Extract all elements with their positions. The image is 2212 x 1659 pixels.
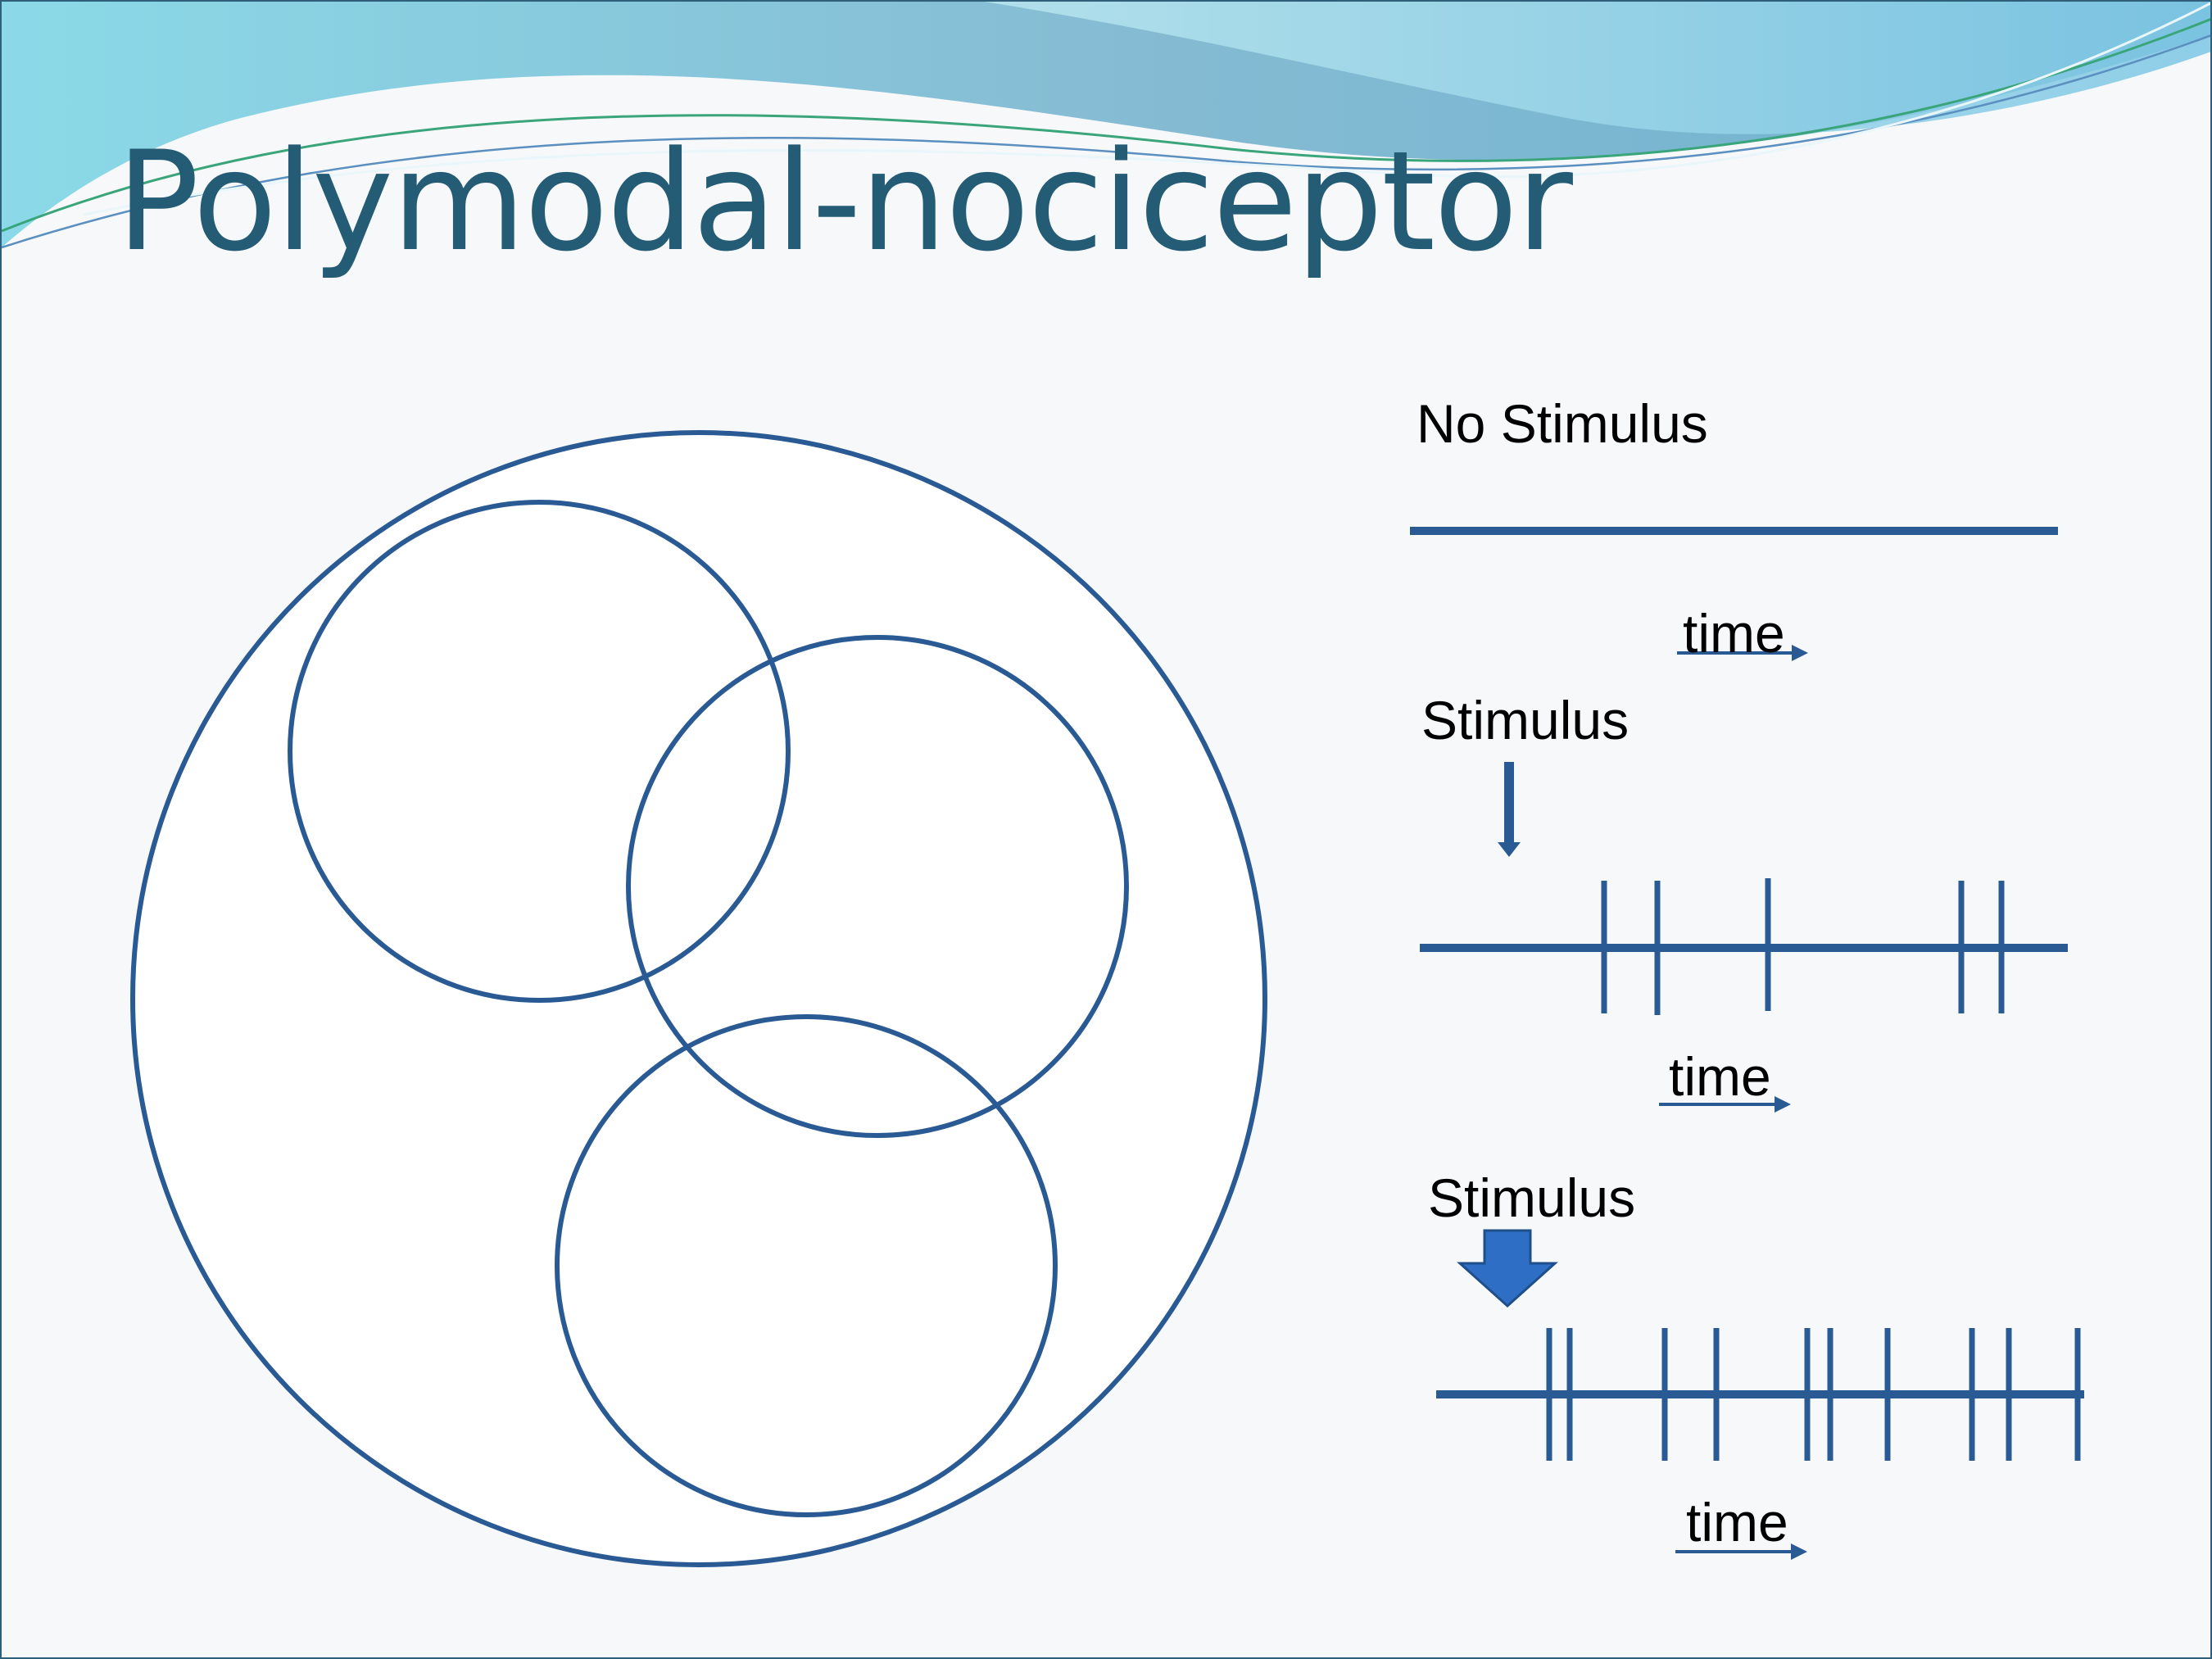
receptive-field-circle-1	[288, 500, 791, 1003]
panel-1-time-label: time	[1683, 603, 1785, 664]
slide-title: Polymodal-nociceptor	[116, 121, 1573, 282]
receptive-field-circle-3	[555, 1014, 1058, 1517]
receptive-field-circle-2	[626, 635, 1129, 1138]
header-wave-decoration	[2, 2, 2210, 249]
time-arrowhead-1	[1792, 645, 1808, 661]
panel-2-label: Stimulus	[1421, 690, 1630, 750]
stimulus-arrow-head	[1498, 842, 1521, 857]
time-arrowhead-2	[1775, 1096, 1791, 1113]
time-arrowhead-3	[1791, 1543, 1807, 1560]
panel-3-label: Stimulus	[1428, 1167, 1636, 1228]
block-arrow-down-icon	[1457, 1229, 1558, 1308]
panel-1-label: No Stimulus	[1416, 393, 1708, 454]
panel-3-time-label: time	[1686, 1492, 1788, 1552]
panel-2-time-label: time	[1669, 1046, 1771, 1107]
receptive-field-outer-circle	[130, 430, 1267, 1567]
